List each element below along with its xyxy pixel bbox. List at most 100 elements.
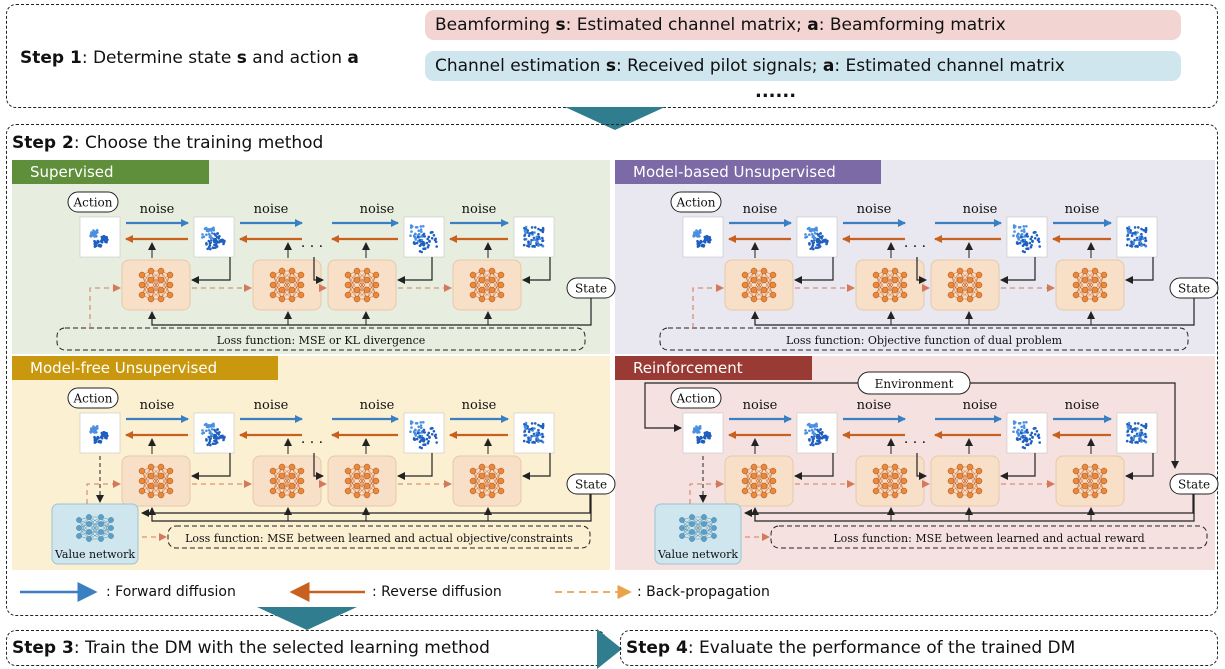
nn-node xyxy=(157,276,165,284)
scatter-dot xyxy=(524,425,528,429)
nn-node xyxy=(750,463,758,471)
scatter-dot xyxy=(541,226,545,230)
nn-node xyxy=(900,467,908,475)
scatter-dot xyxy=(1017,428,1020,432)
scatter-dot xyxy=(1033,433,1037,436)
scatter-dot xyxy=(1029,433,1032,437)
nn-node xyxy=(947,281,955,289)
nn-node xyxy=(760,482,768,490)
nn-node xyxy=(344,281,352,289)
scatter-dot xyxy=(218,435,221,439)
noisy-input-arrow xyxy=(794,257,834,284)
scatter-dot xyxy=(532,434,536,438)
nn-edge xyxy=(1075,270,1086,296)
nn-node xyxy=(1091,463,1099,471)
nn-node xyxy=(488,463,496,471)
scatter-dot xyxy=(532,238,536,242)
scatter-dot xyxy=(425,437,429,441)
scatter-dot xyxy=(531,245,534,248)
ellipsis-dots: . . . xyxy=(904,235,926,251)
nn-node xyxy=(278,482,286,490)
nn-edge xyxy=(884,466,896,496)
value-backprop-line xyxy=(86,480,121,504)
scatter-dot xyxy=(1020,229,1023,233)
scatter-dot xyxy=(1125,439,1129,443)
nn-edge xyxy=(281,270,293,300)
scatter-dot xyxy=(700,244,704,248)
step4-text: Step 4: Evaluate the performance of the … xyxy=(626,638,1076,658)
nn-node xyxy=(157,472,165,480)
scatter-dot xyxy=(210,236,214,240)
nn-edge xyxy=(894,470,905,496)
nn-node xyxy=(147,472,155,480)
nn-edge xyxy=(1094,470,1105,496)
scatter-dot xyxy=(804,236,807,239)
nn-node xyxy=(760,286,768,294)
scatter-dot xyxy=(421,436,424,440)
nn-node xyxy=(166,271,174,279)
scatter-dot xyxy=(1133,226,1137,229)
noisy-input-arrow xyxy=(794,453,834,480)
scatter-dot xyxy=(409,430,412,434)
loss-backprop-line xyxy=(89,284,121,328)
scatter-dot xyxy=(100,435,103,439)
state-label: State xyxy=(1169,473,1219,495)
nn-node xyxy=(956,472,964,480)
nn-edge xyxy=(481,475,493,496)
nn-node xyxy=(872,281,880,289)
nn-edge xyxy=(763,274,774,300)
noisy-input-arrow xyxy=(522,257,551,284)
noisy-input-arrow xyxy=(1125,257,1154,284)
scatter-dot xyxy=(90,427,93,430)
nn-edge xyxy=(959,270,971,291)
scatter-dot xyxy=(89,234,93,238)
value-net-node xyxy=(679,517,685,523)
scatter-dot xyxy=(537,431,541,435)
nn-edge xyxy=(884,270,896,300)
scatter-dot xyxy=(819,428,822,431)
scatter-dot xyxy=(221,238,224,242)
scatter-dot xyxy=(207,228,210,232)
scatter-dot xyxy=(541,435,544,439)
nn-edge xyxy=(356,475,368,496)
denoising-network xyxy=(930,455,1000,507)
value-net-edge xyxy=(691,516,705,533)
scatter-dot xyxy=(522,243,526,247)
scatter-dot xyxy=(93,439,97,442)
nn-node xyxy=(288,267,296,275)
loss-function-label: Loss function: Objective function of dua… xyxy=(786,334,1063,347)
scatter-dot xyxy=(1021,240,1025,243)
scatter-dot xyxy=(536,434,539,437)
noise-label: noise xyxy=(254,202,289,217)
value-net-edge xyxy=(703,516,715,537)
scatter-dot xyxy=(101,432,104,436)
state-feed-line xyxy=(148,494,592,522)
scatter-dot xyxy=(539,228,542,232)
denoising-network xyxy=(252,259,322,311)
nn-node xyxy=(1072,271,1080,279)
nn-node xyxy=(363,267,371,275)
scatter-dot xyxy=(434,237,438,241)
scatter-dot xyxy=(1129,440,1132,444)
scatter-dot xyxy=(809,443,812,447)
scatter-dot xyxy=(537,428,540,432)
nn-node xyxy=(353,276,361,284)
nn-node xyxy=(966,276,974,284)
nn-node xyxy=(966,286,974,294)
nn-edge xyxy=(160,470,171,496)
nn-edge xyxy=(950,466,961,492)
nn-node xyxy=(1072,291,1080,299)
scatter-dot xyxy=(808,233,811,236)
nn-edge xyxy=(763,470,774,496)
scatter-dot xyxy=(418,240,422,243)
scatter-dot xyxy=(815,442,818,446)
scatter-dot xyxy=(1142,228,1145,232)
scatter-dot xyxy=(821,431,824,434)
nn-node xyxy=(1091,286,1099,294)
nn-edge xyxy=(481,270,493,291)
scatter-dot xyxy=(205,429,208,433)
value-net-edge xyxy=(703,519,715,540)
nn-edge xyxy=(884,475,896,496)
scatter-dot xyxy=(93,435,96,439)
